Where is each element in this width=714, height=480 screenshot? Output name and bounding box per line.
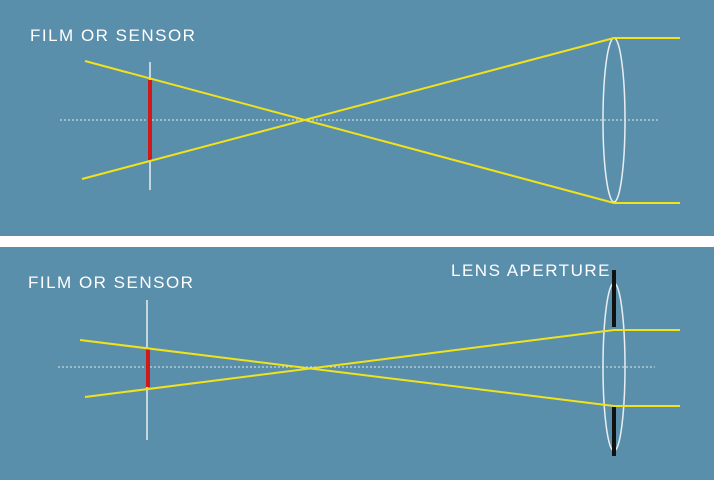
light-ray-top <box>84 60 680 204</box>
sensor-label: FILM OR SENSOR <box>28 273 194 292</box>
light-ray-top <box>79 339 680 407</box>
aperture-label: LENS APERTURE <box>451 261 611 280</box>
panel-wide-aperture: FILM OR SENSOR <box>0 0 714 236</box>
panel-background <box>0 0 714 236</box>
panel-narrow-aperture: FILM OR SENSOR LENS APERTURE <box>0 247 714 480</box>
sensor-label: FILM OR SENSOR <box>30 26 196 45</box>
light-ray-bottom <box>81 37 680 180</box>
light-ray-bottom <box>84 329 680 398</box>
